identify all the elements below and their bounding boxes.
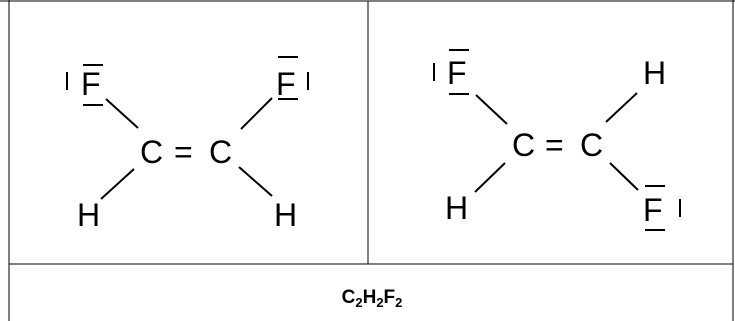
fluorine-atom-left: F xyxy=(447,55,467,91)
bond-line xyxy=(474,162,506,193)
hydrogen-atom-right: H xyxy=(274,197,297,233)
bond-line xyxy=(609,162,639,191)
hydrogen-atom-right: H xyxy=(643,55,666,91)
bond-line xyxy=(238,166,273,197)
molecule-cis: F F C = C H H xyxy=(66,56,309,233)
bond-line xyxy=(605,92,638,123)
hydrogen-atom-left: H xyxy=(77,197,100,233)
bond-line xyxy=(240,97,273,130)
bond-line xyxy=(105,98,139,129)
bond-line xyxy=(475,94,508,125)
molecule-trans: F H C = C H F xyxy=(433,49,681,231)
carbon-atom-right: C xyxy=(209,134,232,170)
carbon-atom-left: C xyxy=(140,134,163,170)
molecular-formula: C2H2F2 xyxy=(342,287,403,310)
hydrogen-atom-left: H xyxy=(445,190,468,226)
carbon-atom-right: C xyxy=(580,127,603,163)
fluorine-atom-left: F xyxy=(81,66,101,102)
fluorine-atom-right: F xyxy=(276,66,296,102)
double-bond: = xyxy=(545,127,564,163)
double-bond: = xyxy=(174,134,193,170)
bond-line xyxy=(100,168,135,200)
fluorine-atom-right: F xyxy=(643,192,663,228)
carbon-atom-left: C xyxy=(512,127,535,163)
